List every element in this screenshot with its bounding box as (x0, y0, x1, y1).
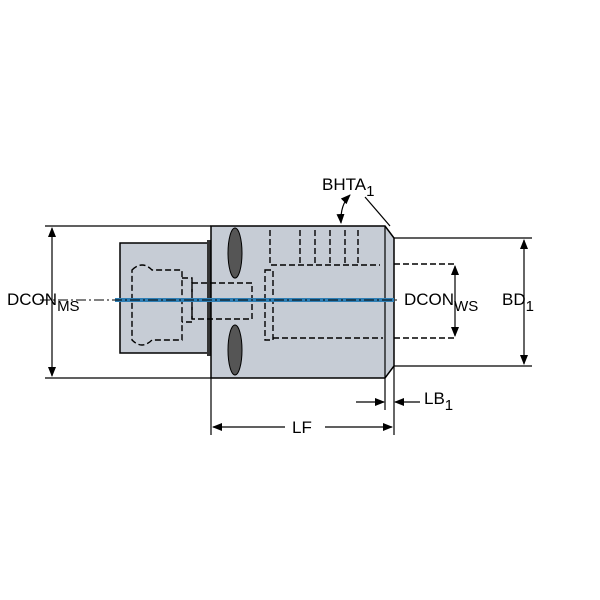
lf-label: LF (292, 418, 312, 437)
lf-dimension (210, 366, 420, 435)
bd1-label: BD1 (502, 290, 534, 315)
bhta1-dimension (336, 194, 391, 227)
dcon-ms-dimension (45, 225, 211, 379)
bd1-dimension (394, 237, 532, 367)
lb1-label: LB1 (424, 389, 453, 414)
drive-slot-bottom (227, 324, 243, 376)
drive-slot-top (227, 227, 243, 279)
dcon-ms-label: DCONMS (7, 290, 80, 315)
dcon-ws-label: DCONWS (404, 290, 478, 315)
bhta1-label: BHTA1 (322, 175, 374, 200)
